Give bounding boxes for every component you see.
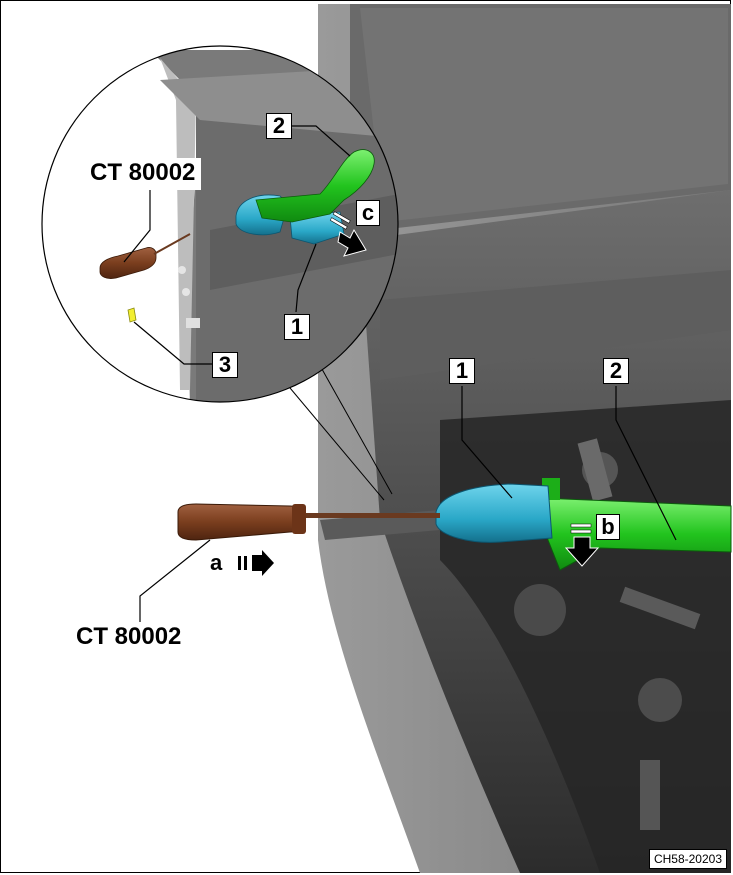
- callout-step-c: c: [356, 200, 380, 226]
- lock-cap-main: [435, 483, 553, 543]
- callout-part-2-detail: 2: [266, 113, 292, 139]
- callout-part-1-detail: 1: [284, 314, 310, 340]
- direction-arrow-b: [564, 523, 600, 567]
- magnifier-leaders: [284, 361, 393, 501]
- callout-part-2-main: 2: [603, 358, 629, 384]
- door-panel: [318, 4, 731, 873]
- callout-tool-detail: CT 80002: [84, 158, 202, 190]
- screwdriver-main: [177, 503, 440, 541]
- callout-part-3-detail: 3: [212, 352, 238, 378]
- figure-id-label: CH58-20203: [648, 849, 727, 869]
- direction-arrow-a: [238, 550, 274, 576]
- callout-part-1-main: 1: [449, 358, 475, 384]
- callout-step-a: a: [210, 550, 223, 575]
- callout-leaders: [123, 125, 677, 625]
- callout-tool-main: CT 80002: [70, 622, 188, 654]
- callout-step-b: b: [596, 514, 620, 540]
